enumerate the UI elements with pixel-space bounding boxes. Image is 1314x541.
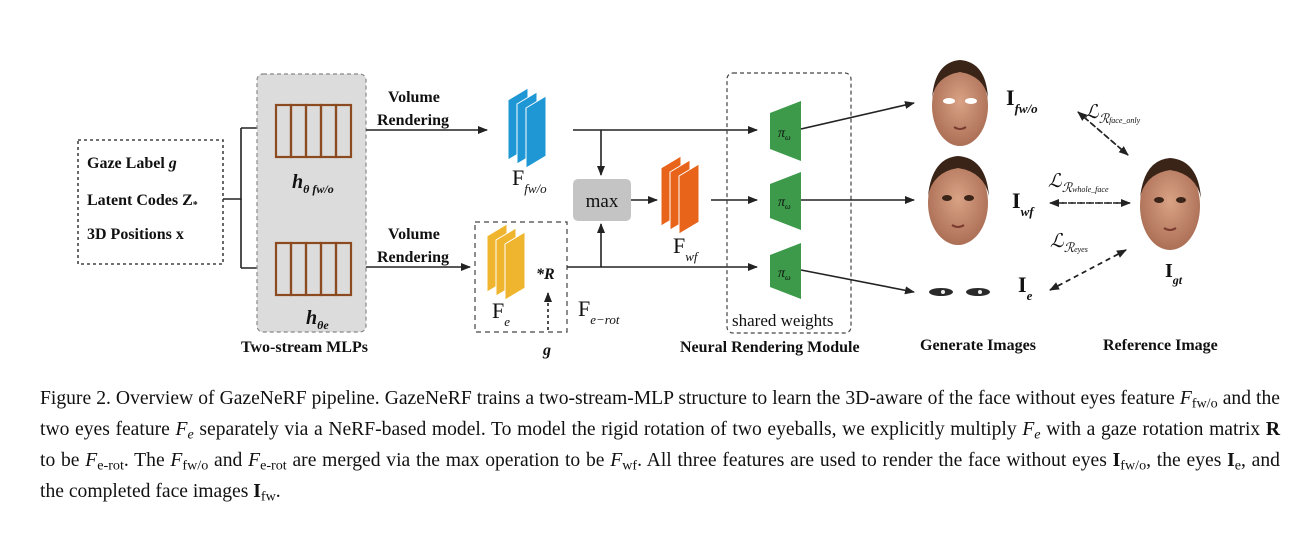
mlp-bottom-sub: θe xyxy=(317,318,329,332)
mlp-top-name: h xyxy=(292,171,303,193)
renderer-middle: πω xyxy=(770,172,801,230)
two-stream-label: Two-stream MLPs xyxy=(241,339,368,356)
svg-text:hθ fw/o: hθ fw/o xyxy=(292,171,334,196)
f-e-sub: e xyxy=(504,314,510,329)
svg-text:Ffw/o: Ffw/o xyxy=(512,165,547,196)
svg-text:Gaze Label g: Gaze Label g xyxy=(87,155,177,172)
mlp-top-sub: θ fw/o xyxy=(303,182,334,196)
generate-images-label: Generate Images xyxy=(920,337,1036,354)
i-gt-main: I xyxy=(1165,260,1173,282)
nrm-label: Neural Rendering Module xyxy=(680,339,860,356)
vr-top-line1: Volume xyxy=(388,89,440,106)
f-fwo-main: F xyxy=(512,165,524,190)
i-fwo-main: I xyxy=(1006,85,1015,110)
f-wf-sub: wf xyxy=(685,249,700,264)
mlp-panel xyxy=(256,73,367,333)
svg-text:πω: πω xyxy=(778,266,791,282)
svg-text:Fwf: Fwf xyxy=(673,233,700,264)
loss-eyes: ℒℛeyes xyxy=(1050,231,1088,255)
feature-fwo-stack xyxy=(507,87,547,169)
vr-bottom-line2: Rendering xyxy=(377,249,449,266)
gaze-label-text: Gaze Label xyxy=(87,155,165,172)
i-gt-sub: gt xyxy=(1172,273,1183,287)
input-connector xyxy=(223,128,242,200)
latent-codes-text: Latent Codes Z xyxy=(87,192,193,209)
reference-face-image xyxy=(1140,158,1201,250)
svg-text:Iwf: Iwf xyxy=(1012,188,1035,219)
mlp-top-block xyxy=(274,103,353,159)
shared-weights-label: shared weights xyxy=(732,311,834,330)
max-label: max xyxy=(586,191,619,212)
positions-text: 3D Positions x xyxy=(87,226,184,243)
max-box xyxy=(573,179,631,221)
svg-text:πω: πω xyxy=(778,126,791,142)
svg-text:Igt: Igt xyxy=(1165,260,1183,287)
svg-text:hθe: hθe xyxy=(306,307,329,332)
figure-caption: Figure 2. Overview of GazeNeRF pipeline.… xyxy=(40,388,1281,505)
mlp-bottom-block xyxy=(274,241,353,297)
i-e-sub: e xyxy=(1027,288,1033,303)
vr-bottom-line1: Volume xyxy=(388,226,440,243)
renderer-top: πω xyxy=(770,101,801,161)
f-wf-main: F xyxy=(673,233,685,258)
eyes-only-image xyxy=(929,288,990,296)
f-fwo-sub: fw/o xyxy=(524,181,547,196)
vr-top-line2: Rendering xyxy=(377,112,449,129)
svg-text:Ie: Ie xyxy=(1018,272,1033,303)
i-wf-main: I xyxy=(1012,188,1021,213)
loss-whole-face: ℒℛwhole_face xyxy=(1048,171,1109,195)
i-fwo-sub: fw/o xyxy=(1015,101,1039,116)
i-wf-sub: wf xyxy=(1021,204,1036,219)
f-erot-main: F xyxy=(578,296,590,321)
i-e-main: I xyxy=(1018,272,1027,297)
whole-face-image xyxy=(928,156,989,245)
svg-text:πω: πω xyxy=(778,195,791,211)
svg-text:Fe−rot: Fe−rot xyxy=(578,296,620,327)
mlp-bottom-name: h xyxy=(306,307,317,329)
svg-text:Ifw/o: Ifw/o xyxy=(1006,85,1038,116)
latent-sub: * xyxy=(193,200,198,211)
gaze-input-g: g xyxy=(542,342,551,359)
eye-rotation-box xyxy=(474,221,568,333)
rotation-op: *R xyxy=(536,266,555,283)
feature-wf-stack xyxy=(660,155,700,235)
feature-e-stack xyxy=(486,223,526,301)
f-e-main: F xyxy=(492,298,504,323)
shared-weights-box xyxy=(726,72,852,334)
f-erot-sub: e−rot xyxy=(590,312,620,327)
input-box xyxy=(77,139,224,265)
gaze-var: g xyxy=(168,155,177,172)
svg-text:Latent Codes Z*: Latent Codes Z* xyxy=(87,192,198,211)
pipeline-diagram: Gaze Label g Latent Codes Z* 3D Position… xyxy=(77,60,1218,359)
face-without-eyes-image xyxy=(932,60,988,146)
reference-image-label: Reference Image xyxy=(1103,337,1218,354)
loss-face-only: ℒℛface_only xyxy=(1085,102,1141,126)
renderer-bottom: πω xyxy=(770,243,801,299)
svg-text:Fe: Fe xyxy=(492,298,510,329)
